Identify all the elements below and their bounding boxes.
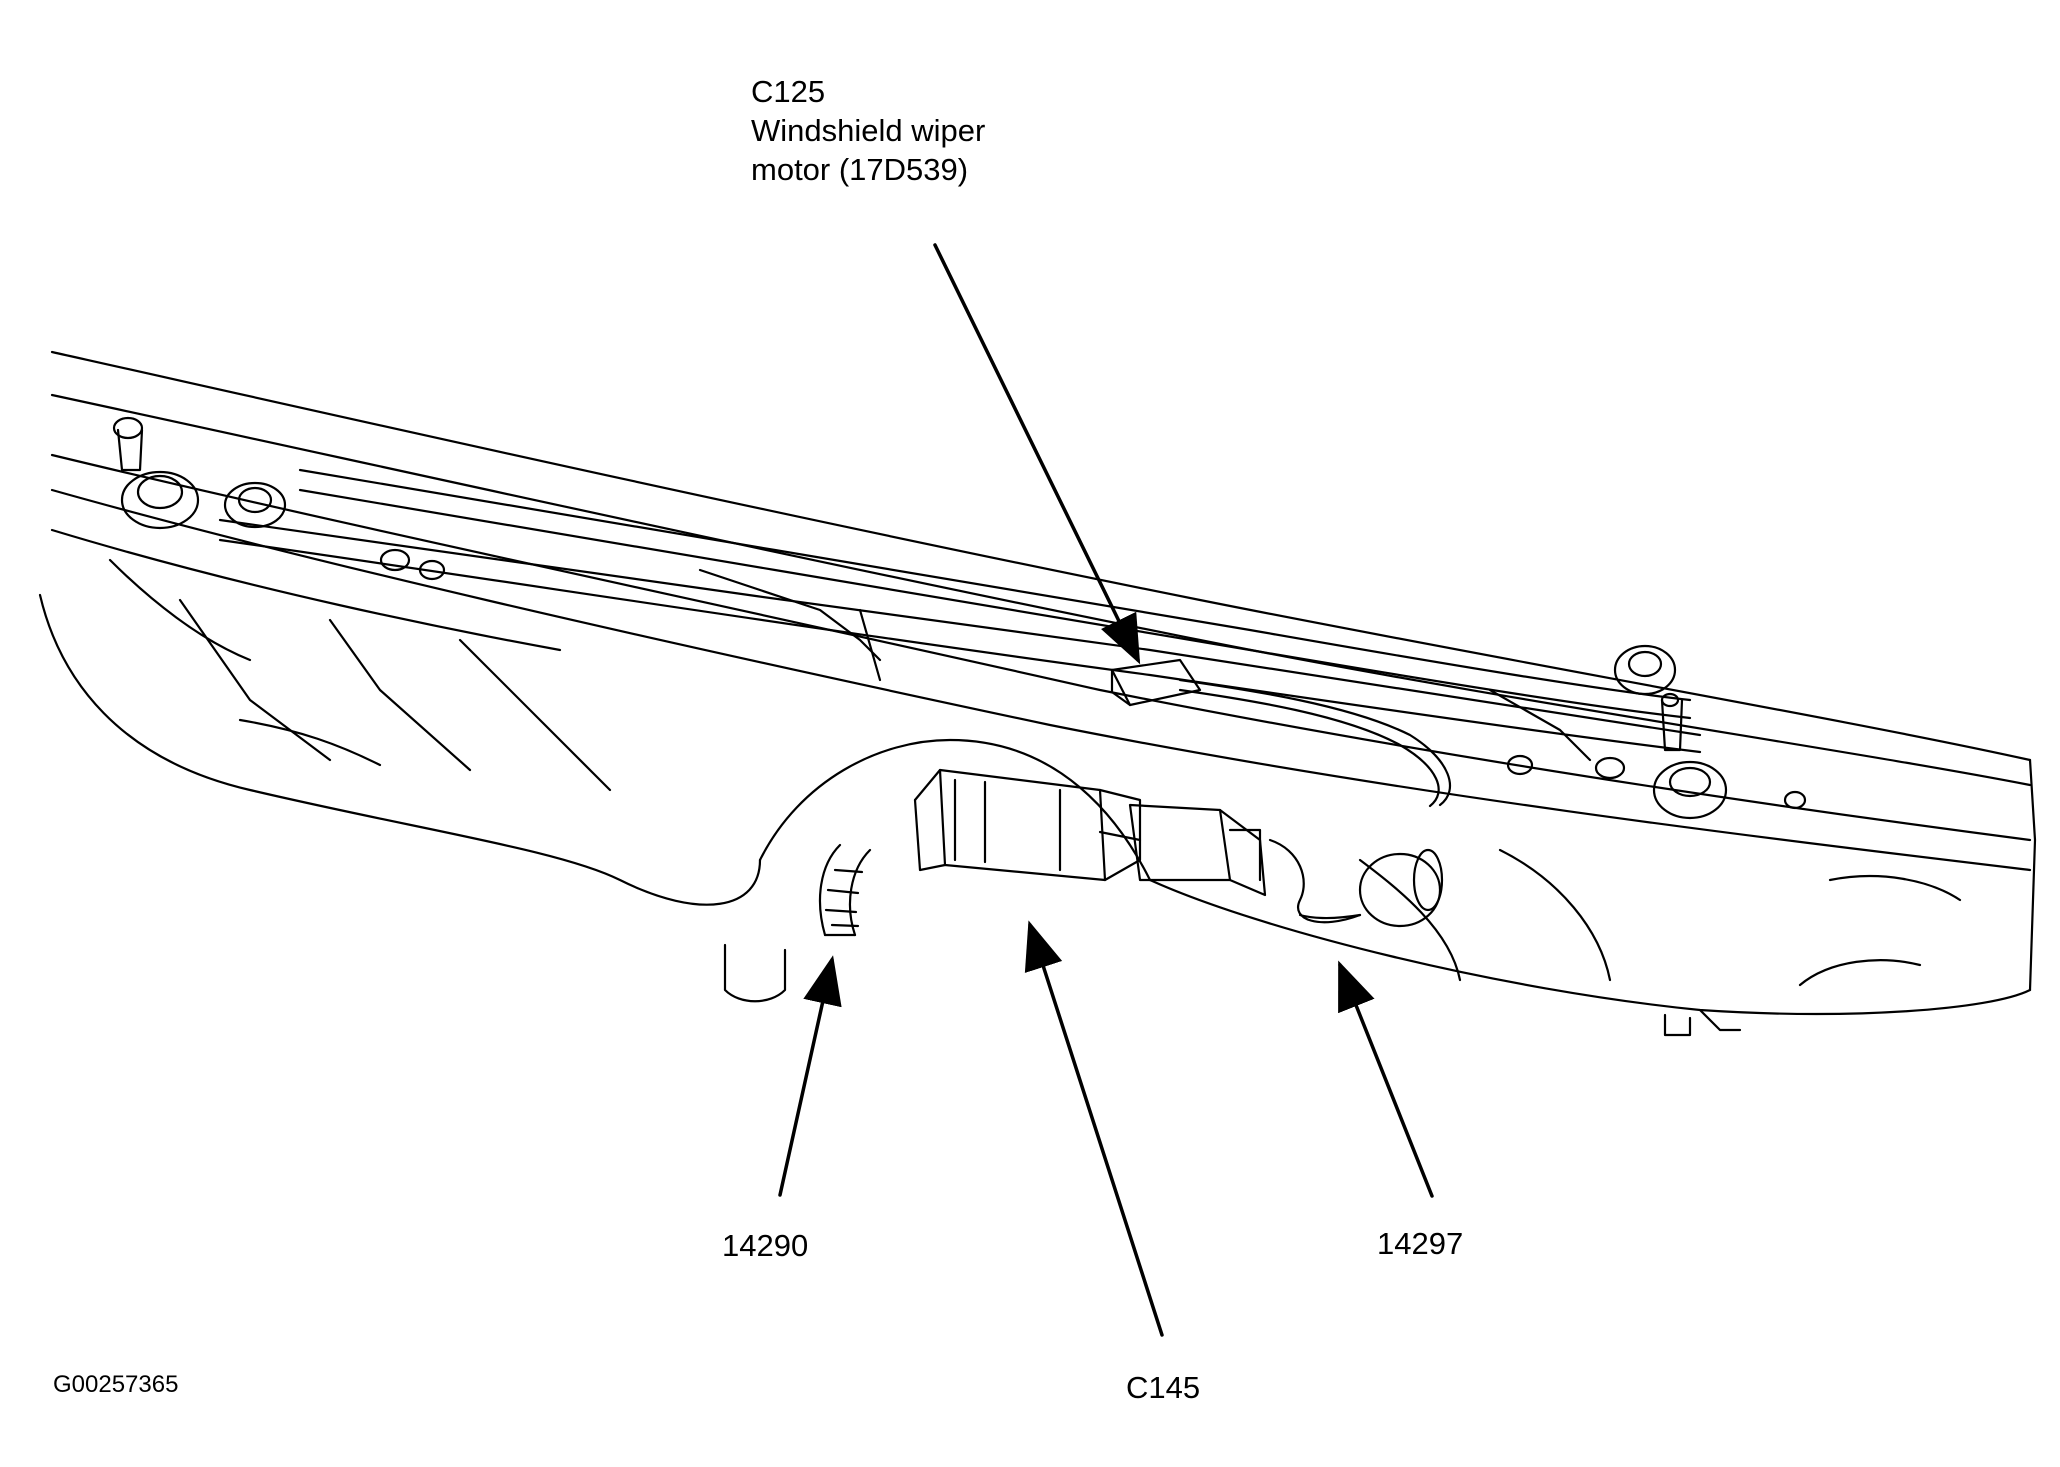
arrow-14290 [778,955,842,1197]
leader-arrows [778,243,1434,1337]
c125-description-line1: Windshield wiper [751,113,986,148]
c125-description-line2: motor (17D539) [751,152,969,187]
c125-callout-label: C125 Windshield wiper motor (17D539) [751,72,985,189]
wiper-linkage [218,468,1702,762]
arrow-14297 [1338,960,1434,1198]
harness-14290-label: 14290 [722,1228,809,1263]
harness-14297-drawing [1298,848,1444,928]
c125-connector-drawing [1110,658,1452,808]
arrow-c145 [1024,920,1164,1337]
harness-14297-label: 14297 [1377,1226,1464,1261]
right-wiper-pivot [1506,644,1807,820]
harness-14290-drawing [818,843,872,937]
c145-connector-drawing [913,768,1142,882]
cowl-panel-top-edge [50,350,2032,872]
figure-id-label: G00257365 [53,1371,179,1398]
lower-supports [723,943,1692,1037]
c125-connector-id: C125 [751,74,826,109]
mating-connector-block [1128,803,1362,924]
left-wiper-pivot [112,416,446,581]
cowl-panel-body [38,558,2037,1032]
connector-c145-label: C145 [1126,1370,1201,1405]
arrow-c125 [933,243,1141,665]
